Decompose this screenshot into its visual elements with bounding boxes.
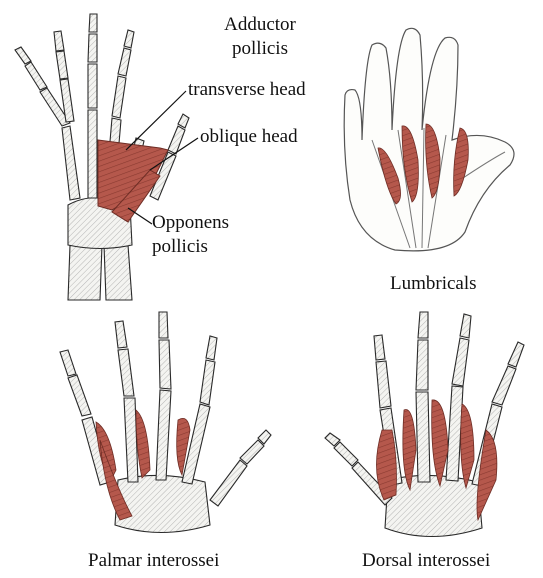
opponens-pollicis-label-line2: pollicis (152, 236, 229, 257)
adductor-hand-panel (15, 14, 198, 300)
opponens-pollicis-label-line1: Opponens (152, 212, 229, 233)
adductor-pollicis-label-line2: pollicis (200, 38, 320, 59)
adductor-pollicis-label-line1: Adductor (200, 14, 320, 35)
dorsal-interossei-label: Dorsal interossei (362, 550, 490, 571)
oblique-head-label: oblique head (200, 126, 298, 147)
lumbricals-label: Lumbricals (390, 273, 477, 294)
opponens-pollicis-label: Opponens pollicis (152, 212, 229, 257)
palmar-interossei-label: Palmar interossei (88, 550, 219, 571)
transverse-head-label: transverse head (188, 79, 306, 100)
lumbricals-hand-panel (344, 28, 514, 251)
adductor-pollicis-label: Adductor pollicis (200, 14, 320, 59)
palmar-hand-bones (60, 312, 271, 533)
palmar-interossei-hand-panel (60, 312, 271, 533)
dorsal-interossei-hand-panel (325, 312, 524, 537)
dorsal-hand-bones (325, 312, 524, 537)
